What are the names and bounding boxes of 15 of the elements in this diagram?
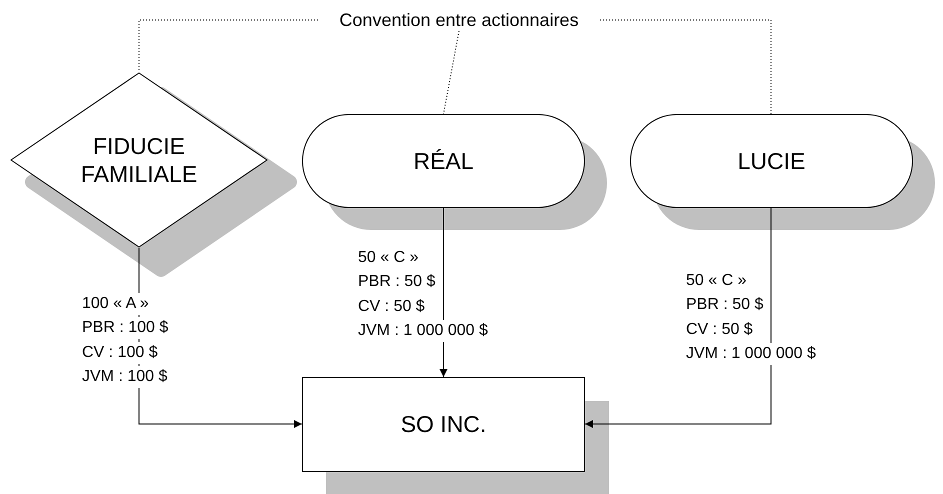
connector-line	[600, 20, 772, 114]
share-info-text: PBR : 100 $	[82, 317, 168, 339]
connector-line	[443, 30, 460, 114]
node-label: RÉAL	[413, 146, 474, 176]
share-info-text: 100 « A »	[82, 293, 149, 315]
node-label: LUCIE	[738, 146, 806, 176]
node-label: SO INC.	[400, 410, 486, 440]
node-label: FIDUCIE FAMILIALE	[80, 132, 198, 188]
share-info-text: JVM : 1 000 000 $	[358, 320, 488, 342]
process-box	[302, 377, 585, 472]
share-info-text: JVM : 1 000 000 $	[686, 343, 816, 365]
share-info-text: JVM : 100 $	[82, 366, 168, 388]
share-info-text: CV : 100 $	[82, 342, 158, 364]
connector-line	[138, 20, 318, 72]
arrow	[584, 208, 772, 428]
